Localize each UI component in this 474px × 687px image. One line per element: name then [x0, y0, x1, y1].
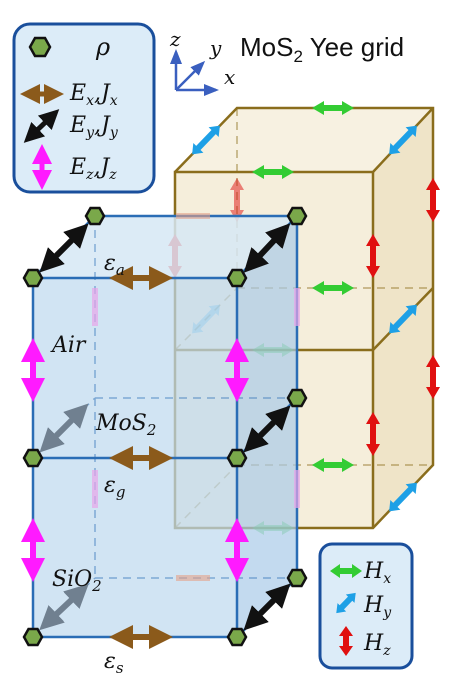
ey-arrow: [243, 223, 291, 273]
rho-node: [286, 388, 308, 408]
ey-arrow: [243, 405, 291, 453]
hy-arrow: [389, 304, 417, 334]
rho-node: [226, 268, 248, 288]
ex-field-arrows: [109, 266, 173, 649]
ey-arrow: [39, 223, 89, 273]
hy-arrow: [389, 125, 417, 155]
diagram-title: MoS2 Yee grid: [240, 32, 404, 66]
ey-field-arrows: [39, 223, 291, 631]
hz-legend-label: Hz: [363, 631, 391, 659]
h-field-legend: Hx Hy Hz: [318, 542, 414, 670]
rho-nodes: [22, 206, 308, 647]
rho-node: [226, 627, 248, 647]
ex-field-arrows-back: [176, 213, 210, 581]
hx-arrow: [312, 101, 354, 115]
rho-node: [226, 448, 248, 468]
hz-arrow: [230, 178, 244, 222]
ez-jz-legend-label: Ez,Jz: [69, 155, 117, 183]
hy-arrow: [389, 482, 417, 512]
hx-arrow: [312, 281, 354, 295]
rho-node: [84, 206, 106, 226]
ex-jx-legend-label: Ex,Jx: [69, 81, 118, 109]
y-axis-line: [175, 60, 206, 91]
ey-jy-legend-label: Ey,Jy: [69, 113, 119, 141]
e-field-legend: ρ Ex,Jx Ey,Jy Ez,Jz: [12, 22, 156, 194]
hz-arrow: [366, 234, 380, 278]
hx-arrow: [312, 458, 354, 472]
rho-node: [286, 206, 308, 226]
hz-arrow: [426, 355, 440, 399]
hz-arrow: [426, 178, 440, 222]
eps-s-label: εs: [104, 649, 124, 677]
x-axis-label: x: [224, 65, 235, 89]
hy-legend-label: Hy: [363, 593, 392, 621]
e-cube-top-face: [33, 216, 297, 278]
hz-legend-icon: [339, 626, 353, 656]
ey-legend-icon: [23, 109, 60, 143]
mos2-label: MoS2: [95, 411, 156, 439]
ey-arrow-hidden: [39, 583, 89, 631]
e-grid-cube: εa Air MoS2 εg SiO2 εs: [20, 206, 308, 677]
eps-g-label: εg: [104, 473, 125, 501]
ez-field-arrows: [20, 338, 249, 582]
rho-node: [22, 268, 44, 288]
sio2-label: SiO2: [52, 567, 102, 595]
hx-legend-label: Hx: [363, 559, 391, 587]
h-cube-top-face: [175, 108, 433, 172]
ey-arrow-hidden: [39, 403, 89, 453]
axis-triad: z y x: [169, 27, 235, 96]
y-axis-label: y: [209, 36, 222, 60]
rho-node: [22, 448, 44, 468]
rho-node: [286, 568, 308, 588]
hx-arrow: [252, 165, 294, 179]
ey-field-arrows-hidden: [39, 403, 89, 631]
hy-legend-icon: [336, 592, 356, 614]
hz-arrow: [366, 412, 380, 456]
z-axis-label: z: [169, 27, 181, 51]
rho-legend-label: ρ: [95, 33, 110, 61]
hx-legend-icon: [330, 564, 362, 578]
eps-a-label: εa: [104, 251, 125, 279]
rho-node: [22, 627, 44, 647]
hy-arrow: [192, 125, 220, 155]
rho-legend-icon: [28, 36, 52, 58]
air-label: Air: [50, 333, 87, 358]
ez-field-arrows-back: [92, 288, 300, 508]
ey-arrow: [243, 583, 291, 631]
